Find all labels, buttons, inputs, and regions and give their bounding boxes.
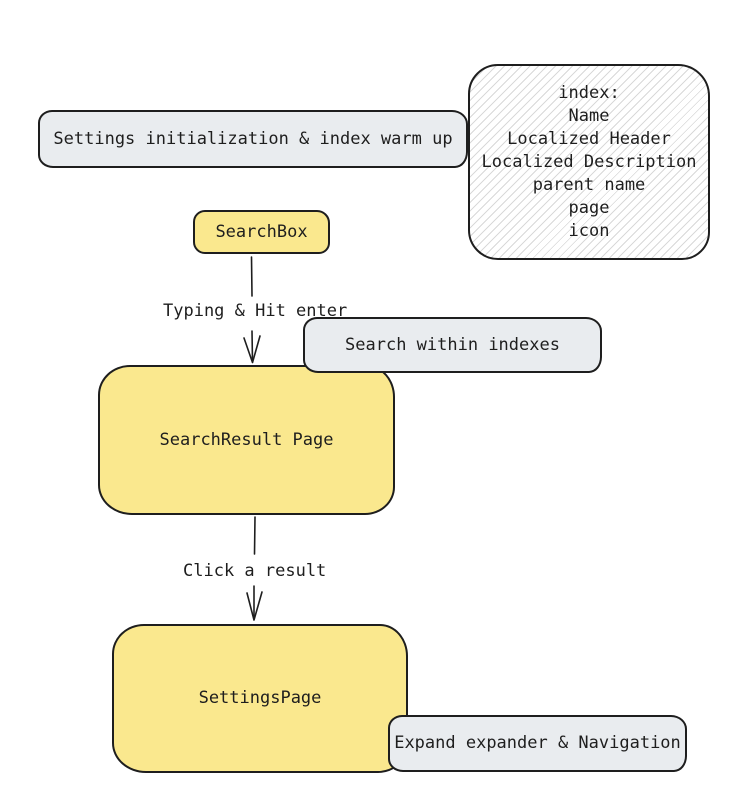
node-settings-page-label: SettingsPage [198, 688, 322, 708]
node-settings-page: SettingsPage [112, 624, 408, 773]
node-settings-initialization-label: Settings initialization & index warm up [53, 128, 453, 149]
node-settings-initialization: Settings initialization & index warm up [38, 110, 468, 168]
index-detail-line: Localized Description [481, 151, 697, 172]
edge-label-click-a-result: Click a result [183, 561, 327, 581]
node-search-result-page-label: SearchResult Page [159, 429, 334, 450]
node-expand-navigation-label: Expand expander & Navigation [394, 733, 681, 753]
index-detail-line: icon [568, 220, 610, 241]
index-detail-line: parent name [532, 174, 646, 195]
node-index-detail: index: Name Localized Header Localized D… [468, 64, 710, 260]
node-expand-navigation: Expand expander & Navigation [388, 715, 687, 772]
index-detail-line: page [568, 197, 610, 218]
node-search-box-label: SearchBox [215, 221, 308, 242]
index-detail-line: Localized Header [507, 128, 671, 149]
index-detail-line: index: [558, 82, 620, 103]
node-search-result-page: SearchResult Page [98, 365, 395, 515]
index-detail-line: Name [568, 105, 610, 126]
edge-label-typing-hit-enter: Typing & Hit enter [163, 301, 348, 321]
node-search-within-indexes: Search within indexes [303, 317, 602, 373]
node-search-box: SearchBox [193, 210, 330, 254]
node-search-within-indexes-label: Search within indexes [345, 334, 560, 355]
